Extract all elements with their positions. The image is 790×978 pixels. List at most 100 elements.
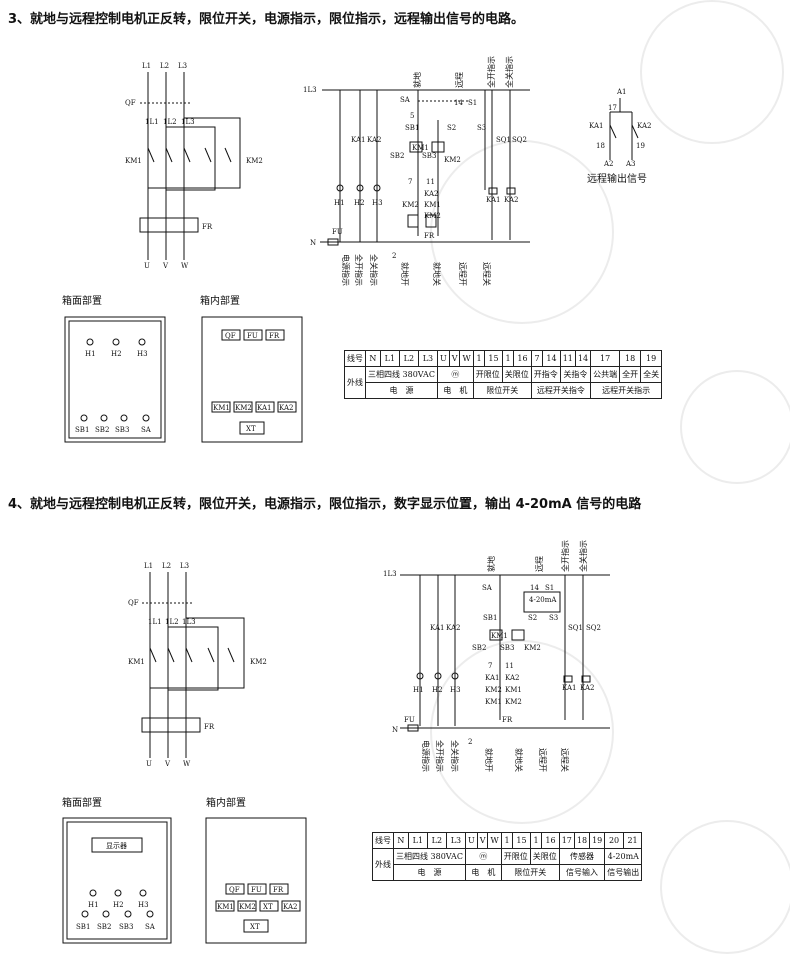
- panel-inner-3: 箱内部置 QF FU FR KM1 KM2 KA1 KA2 XT: [200, 294, 303, 443]
- svg-text:KA2: KA2: [446, 624, 460, 632]
- svg-text:2: 2: [392, 252, 396, 260]
- control-circuit-3: 1L3 SA 14 S1 5 SB1 S2 S3 SB2 SB3 KM1 KM2…: [303, 56, 530, 286]
- l1-label: L1: [142, 62, 151, 70]
- svg-text:H1: H1: [85, 350, 96, 358]
- svg-text:19: 19: [636, 142, 645, 150]
- svg-text:SB1: SB1: [405, 124, 419, 132]
- svg-text:18: 18: [596, 142, 605, 150]
- svg-text:FU: FU: [247, 332, 258, 340]
- l3-label: L3: [178, 62, 187, 70]
- svg-text:KM1: KM1: [424, 201, 441, 209]
- l2-label: L2: [160, 62, 169, 70]
- svg-text:就地关: 就地关: [432, 262, 442, 286]
- svg-text:全关指示: 全关指示: [504, 56, 514, 88]
- control-top-labels-3: 就地 远程 全开指示 全关指示: [412, 56, 514, 88]
- svg-text:KA2: KA2: [424, 190, 438, 198]
- svg-text:KM2: KM2: [485, 686, 502, 694]
- svg-text:SB2: SB2: [472, 644, 486, 652]
- svg-text:QF: QF: [229, 886, 240, 894]
- svg-text:全开指示: 全开指示: [560, 540, 570, 572]
- svg-text:S2: S2: [528, 614, 537, 622]
- svg-text:S1: S1: [545, 584, 554, 592]
- svg-text:KM2: KM2: [239, 903, 256, 911]
- svg-text:7: 7: [408, 178, 412, 186]
- svg-text:远程: 远程: [535, 556, 544, 572]
- svg-text:H3: H3: [138, 901, 149, 909]
- svg-text:SB3: SB3: [422, 152, 436, 160]
- svg-text:KM2: KM2: [235, 404, 252, 412]
- heading-circuit-3: 3、就地与远程控制电机正反转，限位开关，电源指示，限位指示，远程输出信号的电路。: [8, 12, 525, 27]
- svg-text:KA1: KA1: [430, 624, 444, 632]
- svg-text:U: U: [144, 262, 150, 270]
- svg-text:14: 14: [454, 99, 463, 107]
- svg-text:KM2: KM2: [424, 212, 441, 220]
- svg-text:XT: XT: [246, 425, 256, 433]
- svg-text:H2: H2: [432, 686, 443, 694]
- svg-text:1L3: 1L3: [181, 118, 195, 126]
- power-circuit-3: L1 L2 L3 QF 1L1 1L2 1L3 KM1 KM2 FR U V W: [125, 62, 263, 270]
- svg-text:KA1: KA1: [486, 196, 500, 204]
- svg-text:就地: 就地: [412, 72, 422, 88]
- svg-text:KA1: KA1: [562, 684, 576, 692]
- svg-text:就地关: 就地关: [514, 748, 524, 772]
- svg-text:H3: H3: [450, 686, 461, 694]
- table-row: 外线 三相四线 380VAC ⓜ 开限位 关限位 开指令 关指令 公共端 全开 …: [344, 366, 663, 399]
- svg-text:FR: FR: [424, 232, 435, 240]
- power-circuit-4: L1 L2 L3 QF 1L1 1L2 1L3 KM1 KM2 FR U V W: [128, 562, 267, 768]
- svg-text:SQ1: SQ1: [496, 136, 511, 144]
- svg-text:FR: FR: [273, 886, 284, 894]
- svg-text:S1: S1: [468, 99, 477, 107]
- svg-text:QF: QF: [128, 599, 139, 607]
- svg-text:就地开: 就地开: [400, 262, 410, 286]
- svg-text:FU: FU: [404, 716, 415, 724]
- svg-text:SB3: SB3: [115, 426, 129, 434]
- svg-text:箱面部置: 箱面部置: [62, 796, 102, 809]
- svg-text:L1: L1: [144, 562, 153, 570]
- svg-text:N: N: [392, 726, 398, 734]
- svg-text:SA: SA: [400, 96, 411, 104]
- svg-text:17: 17: [608, 104, 617, 112]
- svg-text:SB1: SB1: [76, 923, 90, 931]
- svg-text:SQ1: SQ1: [568, 624, 583, 632]
- table-row: 电 源 电 机 限位开关 远程开关指令 远程开关指示: [345, 382, 663, 399]
- svg-text:SA: SA: [145, 923, 156, 931]
- svg-text:远程开: 远程开: [458, 262, 467, 286]
- svg-text:KA1: KA1: [485, 674, 499, 682]
- svg-text:L3: L3: [180, 562, 189, 570]
- svg-text:远程输出信号: 远程输出信号: [587, 172, 647, 185]
- svg-text:SA: SA: [482, 584, 493, 592]
- svg-text:KM2: KM2: [505, 698, 522, 706]
- svg-text:A3: A3: [625, 160, 636, 168]
- panel-inner-4: 箱内部置 QF FU FR KM1 KM2 XT KA2 XT: [205, 796, 307, 944]
- heading-circuit-4: 4、就地与远程控制电机正反转，限位开关，电源指示，限位指示，数字显示位置，输出 …: [8, 497, 642, 512]
- svg-text:A1: A1: [616, 88, 627, 96]
- svg-text:FR: FR: [204, 723, 215, 731]
- remote-output-3: A1 17 KA1 KA2 18 19 A2 A3 远程输出信号: [587, 88, 651, 185]
- svg-text:S3: S3: [477, 124, 486, 132]
- svg-text:SQ2: SQ2: [512, 136, 527, 144]
- svg-text:14: 14: [530, 584, 539, 592]
- svg-text:KA1: KA1: [351, 136, 365, 144]
- svg-text:电源指示: 电源指示: [341, 254, 351, 286]
- svg-text:V: V: [162, 262, 169, 270]
- watermark: [430, 140, 614, 324]
- svg-text:N: N: [310, 239, 316, 247]
- svg-text:KM2: KM2: [402, 201, 419, 209]
- svg-text:H2: H2: [113, 901, 124, 909]
- svg-text:7: 7: [488, 662, 492, 670]
- svg-text:11: 11: [505, 662, 514, 670]
- svg-text:全开指示: 全开指示: [354, 254, 364, 286]
- svg-text:电源指示: 电源指示: [421, 740, 431, 772]
- svg-text:就地开: 就地开: [484, 748, 494, 772]
- svg-text:W: W: [181, 262, 189, 270]
- svg-text:SB2: SB2: [97, 923, 111, 931]
- svg-text:5: 5: [410, 112, 414, 120]
- svg-text:L2: L2: [162, 562, 171, 570]
- svg-text:U: U: [146, 760, 152, 768]
- qf-label: QF: [125, 99, 136, 107]
- svg-text:S2: S2: [447, 124, 456, 132]
- watermark: [430, 640, 614, 824]
- svg-text:SB1: SB1: [483, 614, 497, 622]
